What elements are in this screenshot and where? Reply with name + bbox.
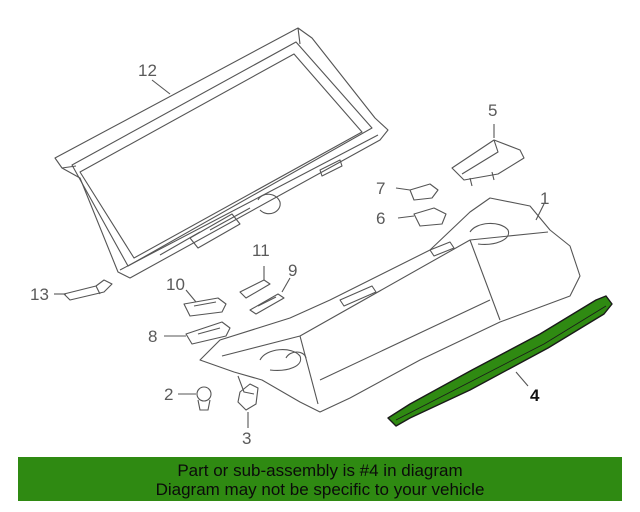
callout-13: 13: [30, 285, 49, 304]
callout-6: 6: [376, 209, 386, 228]
callout-2: 2: [164, 385, 174, 404]
part-13-fastener: [63, 279, 113, 301]
part-5-trim-cap: [451, 139, 525, 187]
part-info-banner: Part or sub-assembly is #4 in diagram Di…: [18, 457, 622, 501]
banner-line-2: Diagram may not be specific to your vehi…: [155, 480, 485, 499]
part-6-clip: [413, 207, 447, 227]
part-7-clip: [409, 183, 439, 201]
part-8-bracket: [185, 321, 231, 345]
part-1-package-tray: [199, 197, 581, 413]
banner-line-1: Part or sub-assembly is #4 in diagram: [177, 461, 463, 480]
part-4-seal-strip: [387, 295, 613, 427]
part-12-cargo-cover: [54, 27, 389, 279]
callout-1: 1: [540, 189, 550, 208]
callout-12: 12: [138, 61, 157, 80]
callout-11: 11: [252, 241, 270, 260]
parts-diagram: [54, 27, 613, 428]
part-3-clip: [237, 383, 259, 411]
callout-7: 7: [376, 179, 386, 198]
part-10-bracket: [183, 297, 227, 317]
part-2-bolt: [196, 386, 212, 411]
callout-10: 10: [166, 275, 185, 294]
callout-4: 4: [530, 386, 540, 405]
part-9-clip: [249, 293, 285, 315]
part-11-clip: [239, 279, 271, 299]
callout-5: 5: [488, 101, 498, 120]
callout-9: 9: [288, 261, 298, 280]
callout-8: 8: [148, 327, 158, 346]
callout-3: 3: [242, 429, 252, 448]
